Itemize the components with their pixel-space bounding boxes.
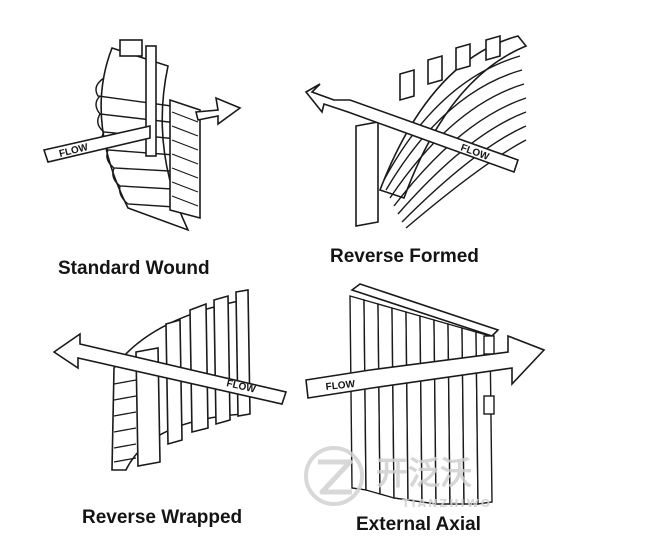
support-rods [119,39,201,220]
flow-label: FLOW [58,142,90,160]
caption-reverse-wrapped: Reverse Wrapped [82,507,243,528]
reverse-wrapped-diagram: FLOW [52,289,288,471]
side-tabs [483,335,495,415]
wrap-wire-rings [95,77,191,209]
watermark-latin: TIANZHIWO [402,497,492,510]
flow-arrow-head [194,96,242,126]
flow-arrow [42,124,151,163]
flow-arrow [304,83,520,174]
watermark-logo [304,446,364,506]
ladder-rungs [113,379,137,463]
flow-label: FLOW [325,379,356,393]
watermark-cjk: 开泛沃 [376,454,472,492]
external-axial-diagram: FLOW [305,283,546,505]
flow-arrow [52,332,288,405]
flow-arrow [305,334,546,399]
caption-reverse-formed: Reverse Formed [330,246,479,267]
watermark: 开泛沃 TIANZHIWO [304,446,492,510]
caption-standard-wound: Standard Wound [58,258,210,279]
standard-wound-diagram: FLOW [42,39,242,232]
axial-slats [349,295,493,505]
formed-wire-band [378,35,528,200]
caption-external-axial: External Axial [356,514,481,535]
support-rods [355,34,501,227]
reverse-formed-diagram: FLOW [304,34,528,229]
top-rod [350,283,500,337]
